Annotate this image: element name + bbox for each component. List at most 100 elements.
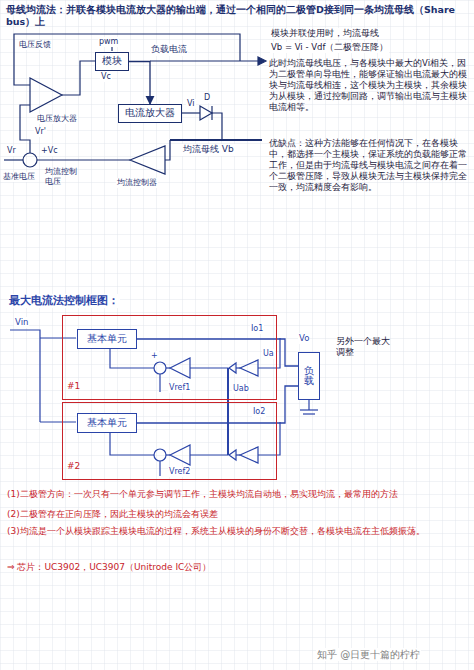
part-name: D	[203, 93, 211, 103]
summing-junction	[154, 362, 166, 374]
label-slot: 另外一个最大调整	[335, 336, 397, 358]
signal-name: Vi	[186, 99, 196, 109]
amplifier-symbol	[170, 445, 190, 465]
label-slot: pwm	[98, 37, 119, 47]
label-slot: Uab	[232, 384, 250, 394]
label-slot: Vi	[186, 99, 196, 109]
label-slot: Vin	[14, 317, 29, 328]
diode-symbol	[229, 450, 236, 460]
summing-junction	[154, 449, 166, 461]
label-slot: Vref1	[168, 383, 191, 393]
control-wire	[110, 432, 154, 455]
title-text: 母线均流法：并联各模块电流放大器的输出端，通过一个相同的二极管D接到同一条均流母…	[6, 4, 468, 29]
label-slot: Vr	[6, 146, 17, 156]
note-text: (3)均流是一个从模块跟踪主模块电流的过程，系统主从模块的身份不断交替，各模块电…	[6, 526, 468, 538]
box-label: 基本单元	[87, 417, 127, 429]
label-slot: ⇒ 芯片：UC3902，UC3907（Unitrode IC公司）	[6, 562, 468, 574]
connector	[129, 62, 150, 105]
vref-wire	[159, 461, 160, 476]
control-wire	[37, 159, 130, 160]
signal-name: Vr	[6, 146, 17, 156]
process-box: 电流放大器	[118, 104, 182, 123]
reference-input-wire	[4, 159, 23, 160]
label-slot: 电压放大器	[36, 114, 78, 124]
signal-name: Vr'	[34, 127, 47, 137]
arrow-head	[258, 57, 266, 65]
bus-sense-wire	[165, 140, 170, 160]
wire	[190, 454, 228, 455]
label-slot: 均流控制器	[116, 178, 158, 188]
signal-name: Io2	[252, 407, 266, 417]
vin-wire	[10, 330, 40, 422]
box-label: 负载	[304, 366, 314, 387]
reference-wire	[20, 105, 30, 153]
signal-name: +Vc	[40, 146, 59, 156]
signal-name: Vref1	[168, 383, 191, 393]
vi-wire	[182, 112, 200, 113]
vin-branch	[40, 337, 76, 338]
label-slot: 此时均流母线电压，与各模块中最大的Vi相关，因为二极管单向导电性，能够保证输出电…	[268, 58, 468, 113]
label-slot: D	[203, 93, 211, 103]
label-slot: Ua	[262, 349, 275, 359]
title-slot: 母线均流法：并联各模块电流放大器的输出端，通过一个相同的二极管D接到同一条均流母…	[6, 4, 468, 29]
label-slot: Vc	[100, 72, 112, 82]
label-slot: (1)二极管方向：一次只有一个单元参与调节工作，主模块均流自动地，易实现均流，最…	[6, 489, 468, 501]
ground-symbol	[300, 409, 318, 410]
amplifier-symbol	[240, 447, 258, 463]
label-slot: 负载电流	[150, 44, 188, 56]
load-box: 负载	[298, 352, 320, 400]
amp-output-wire	[62, 61, 95, 95]
note-text: (1)二极管方向：一次只有一个单元参与调节工作，主模块均流自动地，易实现均流，最…	[6, 489, 468, 501]
part-name: 电压放大器	[36, 114, 78, 124]
label-slot: 模块并联使用时，均流母线	[270, 28, 380, 39]
signal-name: 电压反馈	[18, 40, 52, 50]
note-text: 此时均流母线电压，与各模块中最大的Vi相关，因为二极管单向导电性，能够保证输出电…	[268, 58, 468, 113]
signal-name: Ua	[262, 349, 275, 359]
wire	[166, 454, 170, 455]
part-name: 基准电压	[2, 172, 36, 182]
label-slot: Vr'	[34, 127, 47, 137]
signal-name: 均流控制电压	[44, 167, 82, 188]
diode-symbol	[200, 106, 212, 120]
summing-junction	[23, 153, 37, 167]
connector	[137, 386, 298, 423]
part-name: 均流控制器	[116, 178, 158, 188]
label-slot: Io1	[250, 324, 264, 334]
wire	[166, 367, 170, 368]
vref-wire	[159, 374, 160, 392]
vin-branch	[40, 421, 76, 422]
note-text: 优缺点：这种方法能够在任何情况下，在各模块中，都选择一个主模块，保证系统的负载能…	[268, 138, 468, 193]
share-bus	[227, 368, 229, 455]
label-slot: Vref2	[168, 467, 191, 477]
callout-number: #2	[67, 461, 80, 473]
process-box: 基本单元	[77, 413, 137, 433]
watermark: 知乎 @日更十篇的柠柠	[316, 648, 421, 661]
label-slot: Vo	[298, 333, 310, 344]
label-slot: +	[150, 351, 159, 361]
label-slot: 最大电流法控制框图：	[8, 294, 120, 308]
note-text: ⇒ 芯片：UC3902，UC3907（Unitrode IC公司）	[6, 562, 468, 574]
ground-wire	[308, 400, 309, 410]
note-heading: 模块并联使用时，均流母线	[270, 28, 380, 39]
connector	[137, 339, 298, 366]
note-text: (2)二极管存在正向压降，因此主模块的均流会有误差	[6, 509, 468, 521]
label-slot: +Vc	[40, 146, 59, 156]
label-slot: 基准电压	[2, 172, 36, 182]
controller-symbol	[130, 146, 165, 174]
sign: +	[150, 351, 159, 361]
feedback-wire	[14, 34, 240, 85]
amplifier-symbol	[240, 360, 258, 376]
amplifier-symbol	[170, 358, 190, 378]
process-box: 基本单元	[77, 329, 137, 349]
diode-symbol	[229, 363, 236, 373]
signal-name: Vo	[298, 333, 310, 344]
bottom-schematic	[10, 330, 318, 476]
ground-symbol	[303, 413, 315, 414]
label-slot: Io2	[252, 407, 266, 417]
diode-bus-wire	[212, 113, 222, 140]
signal-name: Vin	[14, 317, 29, 328]
wire	[190, 367, 228, 368]
label-slot: 优缺点：这种方法能够在任何情况下，在各模块中，都选择一个主模块，保证系统的负载能…	[268, 138, 468, 193]
signal-name: 均流母线 Vb	[182, 144, 235, 156]
